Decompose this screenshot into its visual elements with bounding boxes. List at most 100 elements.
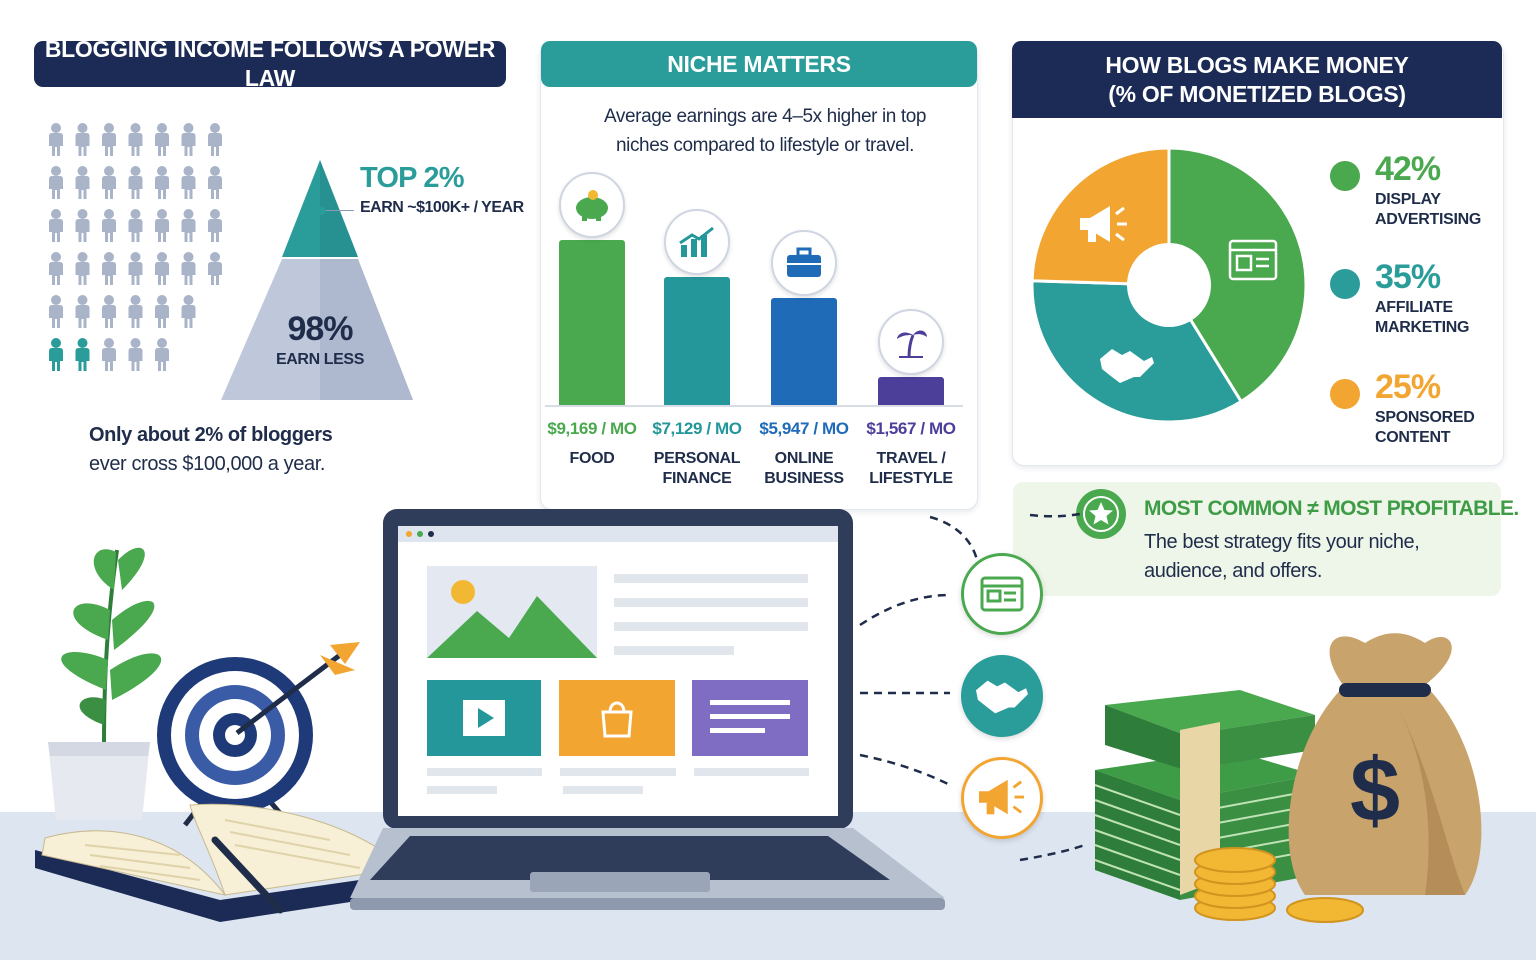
person-icon (102, 123, 116, 156)
top-desc-label: EARN ~$100K+ / YEAR (360, 199, 524, 216)
tip-headline: MOST COMMON ≠ MOST PROFITABLE. (1144, 497, 1519, 520)
handshake-circle-icon (961, 655, 1043, 737)
landscape-image-icon (427, 566, 597, 658)
growth-chart-icon (664, 209, 730, 275)
tip-line-2: audience, and offers. (1144, 560, 1323, 582)
person-icon (181, 252, 196, 285)
person-icon (75, 123, 90, 156)
bottom-pct-label: 98% (287, 310, 353, 348)
person-icon (102, 209, 116, 242)
niche-baseline (545, 405, 963, 407)
window-dot-icon (428, 531, 434, 537)
person-icon (75, 338, 90, 371)
niche-title: NICHE MATTERS (667, 50, 851, 77)
gold-coins (1194, 847, 1364, 923)
money-header: HOW BLOGS MAKE MONEY (% OF MONETIZED BLO… (1012, 41, 1502, 118)
income-pyramid (221, 160, 413, 400)
person-icon (49, 338, 63, 371)
money-bag (1288, 633, 1482, 895)
person-icon (155, 209, 169, 242)
person-icon (155, 295, 169, 328)
money-title-line-2: (% OF MONETIZED BLOGS) (1108, 80, 1406, 107)
person-icon (102, 338, 116, 371)
money-bag-symbol: $ (1349, 741, 1401, 841)
person-icon (128, 166, 143, 199)
niche-bar-category-label: FOOD (569, 450, 615, 467)
person-icon (155, 166, 169, 199)
person-icon (128, 209, 143, 242)
video-card (427, 680, 541, 756)
person-icon (49, 252, 63, 285)
open-notebook (35, 803, 415, 922)
person-icon (181, 166, 196, 199)
money-title-line-1: HOW BLOGS MAKE MONEY (1105, 51, 1409, 78)
ad-window-icon (1228, 239, 1278, 281)
bottom-desc-label: EARN LESS (276, 351, 364, 368)
niche-bar-value-label: $5,947 / MO (759, 419, 849, 438)
legend-dot (1330, 269, 1360, 299)
niche-bar (664, 277, 730, 405)
person-icon (49, 295, 63, 328)
niche-bar-value-label: $7,129 / MO (652, 419, 742, 438)
ad-window-circle-icon (961, 553, 1043, 635)
megaphone-icon (1080, 206, 1127, 242)
person-icon (128, 123, 143, 156)
piggy-bank-icon (559, 172, 625, 238)
pyramid-pointer (318, 207, 326, 215)
browser-bar (398, 526, 838, 542)
person-icon (102, 295, 116, 328)
person-icon (128, 295, 143, 328)
donut-slice (1030, 279, 1244, 424)
shopping-bag-icon (601, 701, 633, 738)
legend-percent: 35% (1375, 258, 1441, 296)
legend-percent: 25% (1375, 368, 1441, 406)
niche-header: NICHE MATTERS (541, 41, 977, 87)
person-icon (155, 338, 169, 371)
megaphone-circle-icon (961, 757, 1043, 839)
tip-line-1: The best strategy fits your niche, (1144, 531, 1420, 553)
person-icon (75, 295, 90, 328)
legend-percent: 42% (1375, 150, 1441, 188)
briefcase-icon (771, 230, 837, 296)
person-icon (128, 338, 143, 371)
window-dot-icon (417, 531, 423, 537)
revenue-donut-chart (1030, 146, 1308, 424)
person-icon (49, 209, 63, 242)
person-icon (155, 123, 169, 156)
browser-dots (406, 531, 434, 537)
article-card (692, 680, 808, 756)
niche-bar (878, 377, 944, 405)
text-placeholder-lines (614, 574, 808, 655)
niche-bar-value-label: $1,567 / MO (866, 419, 956, 438)
star-icon (1076, 489, 1126, 539)
caption-line-2: ever cross $100,000 a year. (89, 453, 326, 475)
play-icon (463, 700, 505, 736)
legend-dot (1330, 379, 1360, 409)
person-icon (208, 123, 222, 156)
potted-plant (48, 547, 162, 820)
footer-placeholders (427, 768, 809, 794)
person-icon (181, 209, 196, 242)
dashed-connectors (859, 511, 1086, 862)
tip-body: The best strategy fits your niche, audie… (1144, 528, 1420, 586)
people-grid (49, 123, 222, 371)
niche-subtitle: Average earnings are 4–5x higher in top … (560, 102, 970, 160)
top-pct-label: TOP 2% (360, 162, 465, 194)
person-icon (128, 252, 143, 285)
person-icon (49, 123, 63, 156)
pyramid-pointer-line (326, 210, 354, 211)
power-law-caption: Only about 2% of bloggers ever cross $10… (89, 421, 333, 479)
person-icon (49, 166, 63, 199)
shop-card (559, 680, 675, 756)
person-icon (102, 252, 116, 285)
niche-bar (559, 240, 625, 405)
person-icon (75, 252, 90, 285)
power-law-title: BLOGGING INCOME FOLLOWS A POWER LAW (44, 36, 496, 91)
power-law-header: BLOGGING INCOME FOLLOWS A POWER LAW (34, 36, 506, 91)
legend-dot (1330, 161, 1360, 191)
